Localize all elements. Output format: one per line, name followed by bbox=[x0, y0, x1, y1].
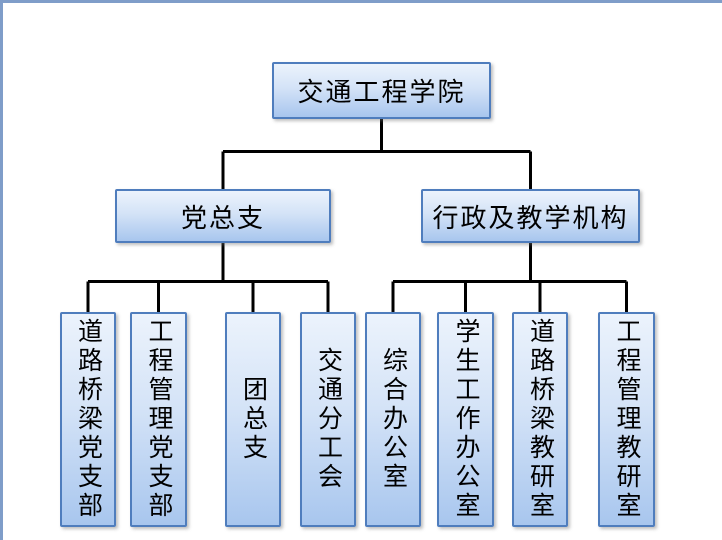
node-student-affairs-office-label: 学生工作办公室 bbox=[452, 318, 480, 521]
node-general-office-label: 综合办公室 bbox=[379, 347, 408, 492]
node-road-bridge-teaching-office: 道路桥梁教研室 bbox=[512, 312, 568, 527]
slide-border-left bbox=[0, 0, 3, 540]
node-youth-league-branch: 团总支 bbox=[225, 312, 281, 527]
node-party-general-branch: 党总支 bbox=[115, 189, 331, 243]
node-road-bridge-teaching-office-label: 道路桥梁教研室 bbox=[526, 318, 555, 521]
node-transport-union: 交通分工会 bbox=[300, 312, 356, 527]
node-road-bridge-party-branch: 道路桥梁党支部 bbox=[60, 312, 116, 527]
node-eng-mgmt-party-branch-label: 工程管理党支部 bbox=[145, 318, 173, 521]
node-road-bridge-party-branch-label: 道路桥梁党支部 bbox=[74, 318, 103, 521]
node-eng-mgmt-teaching-office-label: 工程管理教研室 bbox=[613, 318, 641, 521]
node-transport-union-label: 交通分工会 bbox=[314, 347, 343, 492]
node-student-affairs-office: 学生工作办公室 bbox=[437, 312, 494, 527]
node-admin-teaching-orgs-label: 行政及教学机构 bbox=[432, 202, 629, 233]
node-admin-teaching-orgs: 行政及教学机构 bbox=[421, 189, 640, 243]
node-party-general-branch-label: 党总支 bbox=[180, 202, 265, 233]
node-general-office: 综合办公室 bbox=[365, 312, 421, 527]
node-college: 交通工程学院 bbox=[272, 62, 491, 119]
node-eng-mgmt-party-branch: 工程管理党支部 bbox=[130, 312, 187, 527]
node-youth-league-branch-label: 团总支 bbox=[239, 376, 268, 463]
slide-border-top bbox=[0, 0, 722, 3]
node-eng-mgmt-teaching-office: 工程管理教研室 bbox=[598, 312, 655, 527]
node-college-label: 交通工程学院 bbox=[297, 77, 466, 107]
